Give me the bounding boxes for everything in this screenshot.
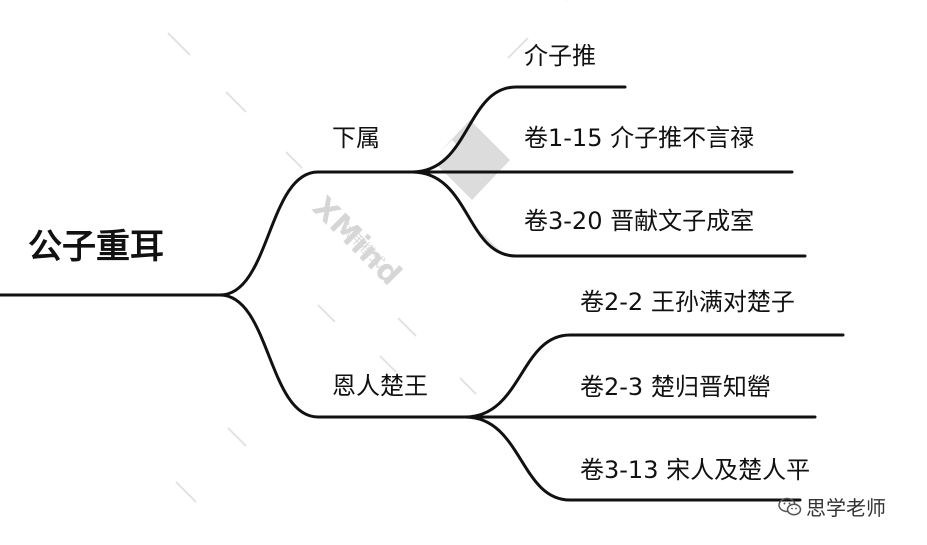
connector-root-branch-2 [218,293,467,419]
watermark-dashes [167,0,568,503]
leaf-topic[interactable]: 卷2-3 楚归晋知罃 [580,373,771,401]
branch-topic-subordinates[interactable]: 下属 [332,124,380,152]
xmind-logo-icon [415,120,510,200]
connector-root-branch-1 [218,170,414,297]
root-topic[interactable]: 公子重耳 [28,227,164,267]
branch-topic-benefactor[interactable]: 恩人楚王 [332,372,428,400]
credit-text: 思学老师 [806,496,886,520]
connector-branch2-leaf3 [463,415,802,502]
connector-branch1-leaf3 [410,170,807,258]
leaf-topic[interactable]: 卷3-13 宋人及楚人平 [580,456,811,484]
connector-lines [0,85,845,502]
connector-branch1-leaf1 [410,85,627,174]
leaf-topic[interactable]: 介子推 [524,42,596,70]
connector-branch2-leaf1 [463,333,845,419]
leaf-topic[interactable]: 卷3-20 晋献文子成室 [524,207,755,235]
leaf-topic[interactable]: 卷1-15 介子推不言禄 [524,124,755,152]
wechat-icon [778,497,802,515]
leaf-topic[interactable]: 卷2-2 王孙满对楚子 [580,288,795,316]
author-credit: 思学老师 [778,492,886,521]
